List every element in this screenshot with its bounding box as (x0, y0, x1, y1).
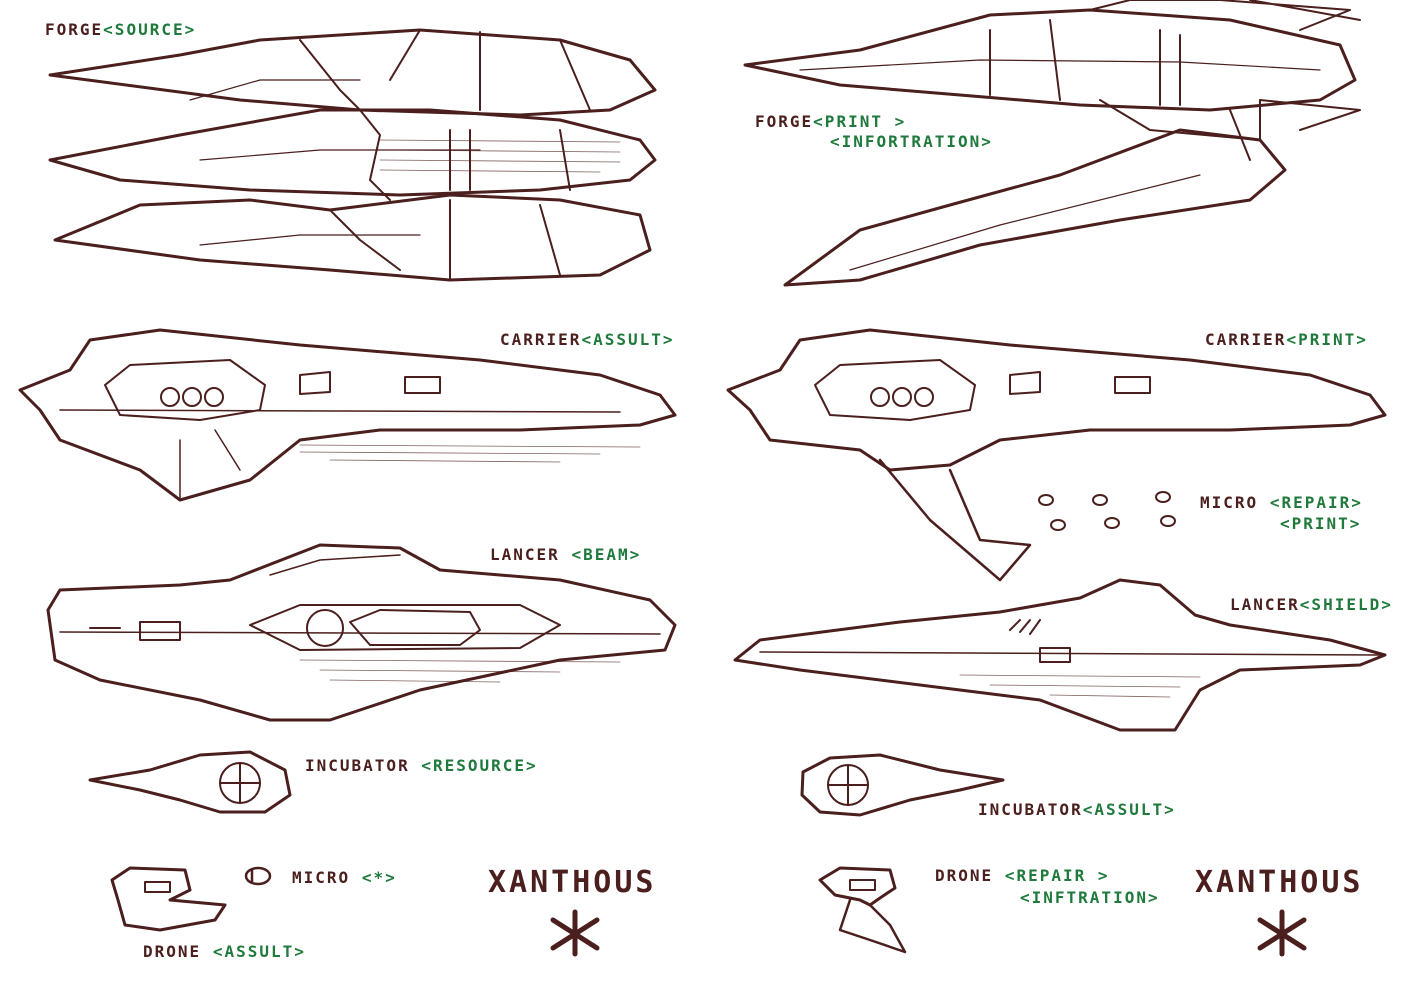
brand-logo-left: XANTHOUS (488, 865, 657, 900)
label-drone-assult: DRONE <ASSULT> (143, 942, 306, 961)
label-drone-inftration: <INFTRATION> (1020, 888, 1160, 907)
incubator-resource-sketch (88, 750, 292, 814)
incubator-assult-sketch (800, 753, 1005, 817)
micro-star-sketch (244, 866, 272, 886)
label-carrier-print: CARRIER<PRINT> (1205, 330, 1368, 349)
forge-print-sketch (743, 0, 1361, 287)
label-incubator-resource: INCUBATOR <RESOURCE> (305, 756, 538, 775)
label-lancer-beam: LANCER <BEAM> (490, 545, 642, 564)
micro-repair-sketch (1038, 491, 1176, 531)
drone-repair-sketch (818, 866, 907, 954)
label-incubator-assult: INCUBATOR<ASSULT> (978, 800, 1176, 819)
drone-assult-sketch (110, 866, 227, 932)
label-lancer-shield: LANCER<SHIELD> (1230, 595, 1393, 614)
asterisk-emblem-right (1257, 909, 1307, 957)
label-forge-print: FORGE<PRINT > (755, 112, 907, 131)
asterisk-emblem-left (550, 909, 600, 957)
label-drone-repair: DRONE <REPAIR > (935, 866, 1110, 885)
label-micro-star: MICRO <*> (292, 868, 397, 887)
label-micro-print: <PRINT> (1280, 514, 1362, 533)
forge-source-sketch (48, 28, 657, 282)
lancer-shield-sketch (733, 578, 1387, 732)
label-carrier-assult: CARRIER<ASSULT> (500, 330, 675, 349)
carrier-print-sketch (726, 328, 1387, 582)
lancer-beam-sketch (46, 543, 677, 722)
label-forge-source: FORGE<SOURCE> (45, 20, 197, 39)
brand-logo-right: XANTHOUS (1195, 865, 1364, 900)
carrier-assult-sketch (18, 328, 677, 502)
label-micro-repair: MICRO <REPAIR> (1200, 493, 1363, 512)
label-forge-infortration: <INFORTRATION> (830, 132, 993, 151)
